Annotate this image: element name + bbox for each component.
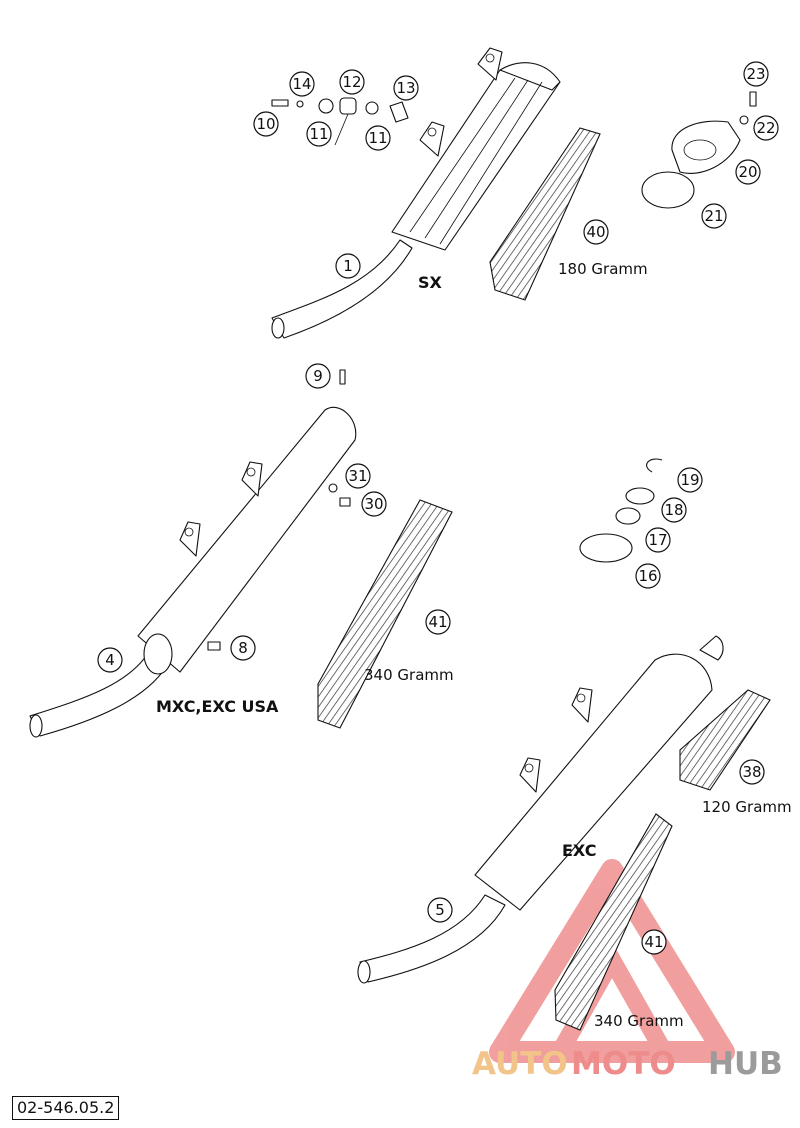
callout-11-left: 11 (306, 121, 332, 147)
callout-16: 16 (635, 563, 661, 589)
label-weight-340-bottom: 340 Gramm (594, 1012, 684, 1030)
svg-text:19: 19 (680, 471, 699, 489)
svg-text:1: 1 (343, 257, 353, 275)
label-weight-340-middle: 340 Gramm (364, 666, 454, 684)
callout-5: 5 (427, 897, 453, 923)
callout-12: 12 (339, 69, 365, 95)
svg-text:8: 8 (238, 639, 248, 657)
label-mxc-exc-usa: MXC,EXC USA (156, 697, 279, 716)
callout-18: 18 (661, 497, 687, 523)
exc-silencer-wool-38 (679, 689, 771, 791)
mxc-muffler-part-4 (29, 406, 357, 738)
callout-38: 38 (739, 759, 765, 785)
callout-23: 23 (743, 61, 769, 87)
callout-21: 21 (701, 203, 727, 229)
callout-22: 22 (753, 115, 779, 141)
sx-muffler-part-1 (271, 47, 561, 339)
callout-31: 31 (345, 463, 371, 489)
svg-text:12: 12 (342, 73, 361, 91)
exc-silencer-wool-41 (554, 813, 673, 1031)
mxc-small-hardware (207, 369, 351, 651)
callout-30: 30 (361, 491, 387, 517)
callout-17: 17 (645, 527, 671, 553)
watermark-text: AUTO MOTO HUB (472, 1046, 783, 1082)
svg-text:40: 40 (586, 223, 605, 241)
svg-text:20: 20 (738, 163, 757, 181)
svg-text:31: 31 (348, 467, 367, 485)
svg-text:10: 10 (256, 115, 275, 133)
callout-41-bottom: 41 (641, 929, 667, 955)
svg-text:16: 16 (638, 567, 657, 585)
sx-silencer-wool-40 (489, 127, 601, 301)
svg-text:MOTO: MOTO (571, 1046, 676, 1082)
drawing-number: 02-546.05.2 (12, 1096, 120, 1120)
label-weight-120: 120 Gramm (702, 798, 792, 816)
label-exc: EXC (562, 841, 596, 860)
svg-text:11: 11 (368, 129, 387, 147)
callout-40: 40 (583, 219, 609, 245)
svg-text:23: 23 (746, 65, 765, 83)
svg-text:18: 18 (664, 501, 683, 519)
callout-20: 20 (735, 159, 761, 185)
callout-4: 4 (97, 647, 123, 673)
exc-end-cap (579, 458, 663, 563)
svg-text:11: 11 (309, 125, 328, 143)
svg-text:38: 38 (742, 763, 761, 781)
svg-text:9: 9 (313, 367, 323, 385)
callout-11-right: 11 (365, 125, 391, 151)
svg-text:21: 21 (704, 207, 723, 225)
callout-10: 10 (253, 111, 279, 137)
svg-text:14: 14 (292, 75, 311, 93)
label-weight-180: 180 Gramm (558, 260, 648, 278)
label-sx: SX (418, 273, 443, 292)
svg-text:41: 41 (428, 613, 447, 631)
svg-text:22: 22 (756, 119, 775, 137)
svg-text:13: 13 (396, 79, 415, 97)
exc-muffler-part-5 (357, 635, 724, 984)
callout-1: 1 (335, 253, 361, 279)
svg-text:AUTO: AUTO (472, 1046, 568, 1082)
callout-13: 13 (393, 75, 419, 101)
callout-41-middle: 41 (425, 609, 451, 635)
callout-19: 19 (677, 467, 703, 493)
svg-text:17: 17 (648, 531, 667, 549)
svg-text:41: 41 (644, 933, 663, 951)
mxc-silencer-wool-41 (317, 499, 453, 729)
svg-text:4: 4 (105, 651, 115, 669)
svg-text:5: 5 (435, 901, 445, 919)
svg-text:HUB: HUB (708, 1046, 783, 1082)
sx-small-hardware (271, 97, 409, 146)
svg-text:30: 30 (364, 495, 383, 513)
callout-9: 9 (305, 363, 331, 389)
callout-8: 8 (230, 635, 256, 661)
callout-14: 14 (289, 71, 315, 97)
sx-end-cap (641, 91, 757, 209)
